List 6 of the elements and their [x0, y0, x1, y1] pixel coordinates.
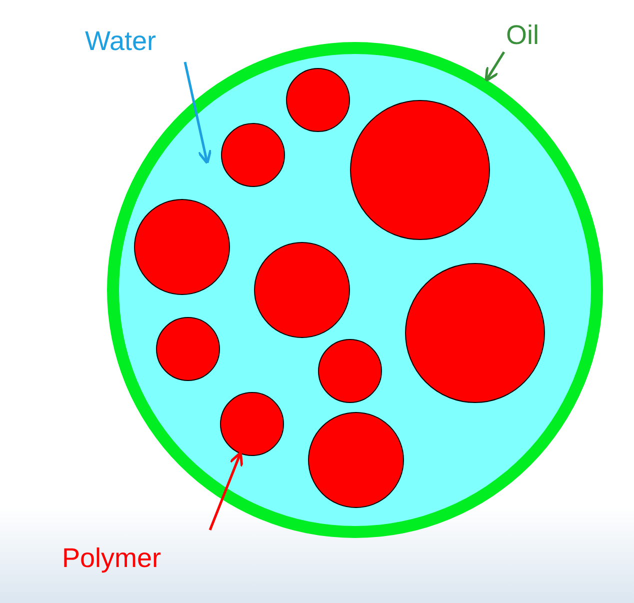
- label-text: Water: [85, 28, 156, 55]
- label-text: Oil: [506, 22, 539, 49]
- leader-arrow: [484, 51, 506, 82]
- label-text: Polymer: [62, 545, 162, 572]
- leader-arrow: [184, 62, 212, 164]
- leader-arrow: [208, 451, 244, 530]
